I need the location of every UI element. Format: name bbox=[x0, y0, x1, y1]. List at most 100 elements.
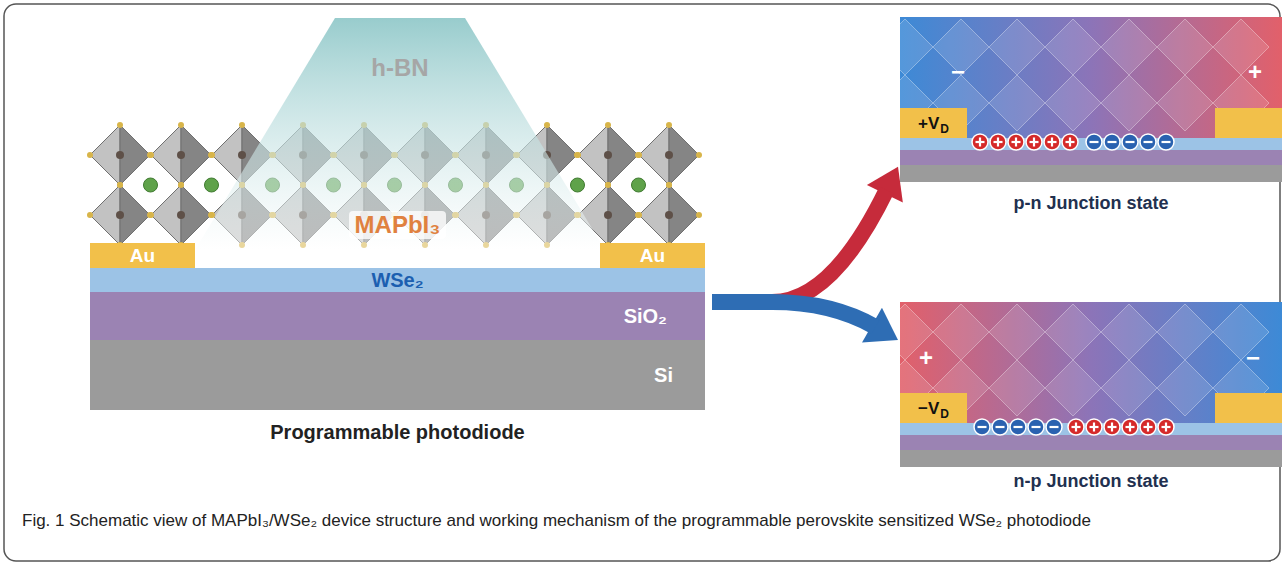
iodide-atom bbox=[666, 122, 672, 128]
iodide-atom bbox=[605, 182, 611, 188]
octahedron-face bbox=[212, 125, 242, 185]
charge-sign bbox=[1108, 141, 1117, 143]
charge-sign bbox=[1032, 426, 1041, 428]
field-gradient bbox=[900, 17, 1282, 138]
octahedron-face bbox=[669, 185, 699, 245]
lead-atom bbox=[665, 151, 673, 159]
lead-atom bbox=[665, 211, 673, 219]
iodide-atom bbox=[117, 182, 123, 188]
si-layer bbox=[900, 450, 1282, 467]
charge-sign bbox=[1051, 138, 1053, 147]
charge-row bbox=[972, 134, 1174, 150]
iodide-atom bbox=[635, 212, 641, 218]
layer-label: MAPbI₃ bbox=[349, 211, 447, 239]
layer-label: Si bbox=[654, 364, 673, 387]
sio2-layer bbox=[900, 435, 1282, 450]
lead-atom bbox=[604, 211, 612, 219]
au-electrode bbox=[1215, 393, 1282, 423]
faint-octahedron bbox=[989, 75, 1045, 131]
negative-charge bbox=[1122, 134, 1138, 150]
layer-label: h-BN bbox=[371, 54, 428, 82]
polarity-sign: − bbox=[951, 58, 965, 86]
voltage-subscript: D bbox=[940, 407, 949, 421]
np-panel bbox=[877, 302, 1282, 467]
ma-cation bbox=[571, 178, 585, 192]
octahedron-face bbox=[151, 185, 181, 245]
iodide-atom bbox=[178, 182, 184, 188]
lead-atom bbox=[116, 151, 124, 159]
octahedron-face bbox=[639, 125, 669, 185]
positive-charge bbox=[972, 134, 988, 150]
layer-box: +VD bbox=[900, 108, 967, 138]
faint-octahedron bbox=[1213, 304, 1269, 360]
layer-box: SiO₂ bbox=[90, 292, 705, 340]
iodide-atom bbox=[696, 152, 702, 158]
charge-sign bbox=[1129, 423, 1131, 432]
iodide-atom bbox=[605, 182, 611, 188]
arrow-shaft bbox=[712, 302, 875, 327]
charge-sign bbox=[1069, 138, 1071, 147]
iodide-atom bbox=[147, 212, 153, 218]
iodide-atom bbox=[87, 152, 93, 158]
charge-row bbox=[974, 419, 1174, 435]
pn-panel bbox=[877, 17, 1282, 182]
charge-sign bbox=[979, 138, 981, 147]
iodide-atom bbox=[635, 152, 641, 158]
negative-charge bbox=[974, 419, 990, 435]
octahedron-face bbox=[639, 185, 669, 245]
ma-cation bbox=[144, 178, 158, 192]
iodide-atom bbox=[208, 152, 214, 158]
iodide-atom bbox=[117, 122, 123, 128]
octahedron-face bbox=[90, 125, 120, 185]
layer-box: MAPbI₃ bbox=[90, 120, 705, 245]
faint-octahedron bbox=[933, 304, 989, 360]
hbn-layer bbox=[195, 18, 605, 250]
octahedron-face bbox=[181, 125, 211, 185]
iodide-atom bbox=[148, 152, 154, 158]
faint-octahedron bbox=[1101, 75, 1157, 131]
charge-sign bbox=[1075, 423, 1077, 432]
polarity-sign: − bbox=[1246, 344, 1260, 372]
octahedron-face bbox=[90, 185, 120, 245]
polarity-sign: + bbox=[919, 344, 933, 372]
polarity-sign: + bbox=[1248, 58, 1262, 86]
iodide-atom bbox=[696, 212, 702, 218]
iodide-atom bbox=[117, 182, 123, 188]
panel-title: n-p Junction state bbox=[1013, 471, 1168, 492]
iodide-atom bbox=[208, 212, 214, 218]
figure-panel: p-n Junction state+VD bbox=[900, 17, 1282, 214]
layer-label: SiO₂ bbox=[624, 305, 667, 328]
lead-atom bbox=[604, 151, 612, 159]
faint-octahedron bbox=[1157, 360, 1213, 416]
charge-sign bbox=[1165, 423, 1167, 432]
charge-sign bbox=[1162, 141, 1171, 143]
charge-sign bbox=[1111, 423, 1113, 432]
voltage-label: +V bbox=[918, 114, 939, 134]
si-layer bbox=[900, 165, 1282, 182]
layer-box: WSe₂ bbox=[90, 268, 705, 292]
positive-charge bbox=[1104, 419, 1120, 435]
iodide-atom bbox=[544, 122, 550, 128]
iodide-atom bbox=[666, 182, 672, 188]
iodide-atom bbox=[575, 152, 581, 158]
panel-title: Programmable photodiode bbox=[270, 421, 524, 444]
faint-octahedron bbox=[900, 19, 933, 75]
positive-charge bbox=[1140, 419, 1156, 435]
layer-label: Au bbox=[130, 245, 155, 267]
iodide-atom bbox=[209, 212, 215, 218]
negative-charge bbox=[1104, 134, 1120, 150]
negative-charge bbox=[1140, 134, 1156, 150]
iodide-atom bbox=[87, 212, 93, 218]
octahedron-face bbox=[120, 185, 150, 245]
au-electrode bbox=[1215, 108, 1282, 138]
positive-charge bbox=[1122, 419, 1138, 435]
iodide-atom bbox=[178, 122, 184, 128]
charge-sign bbox=[1147, 423, 1149, 432]
lead-atom bbox=[177, 211, 185, 219]
arrow-shaft bbox=[712, 190, 887, 302]
faint-octahedron bbox=[1101, 19, 1157, 75]
charge-sign bbox=[1033, 138, 1035, 147]
octahedron-face bbox=[608, 185, 638, 245]
charge-sign bbox=[1144, 141, 1153, 143]
